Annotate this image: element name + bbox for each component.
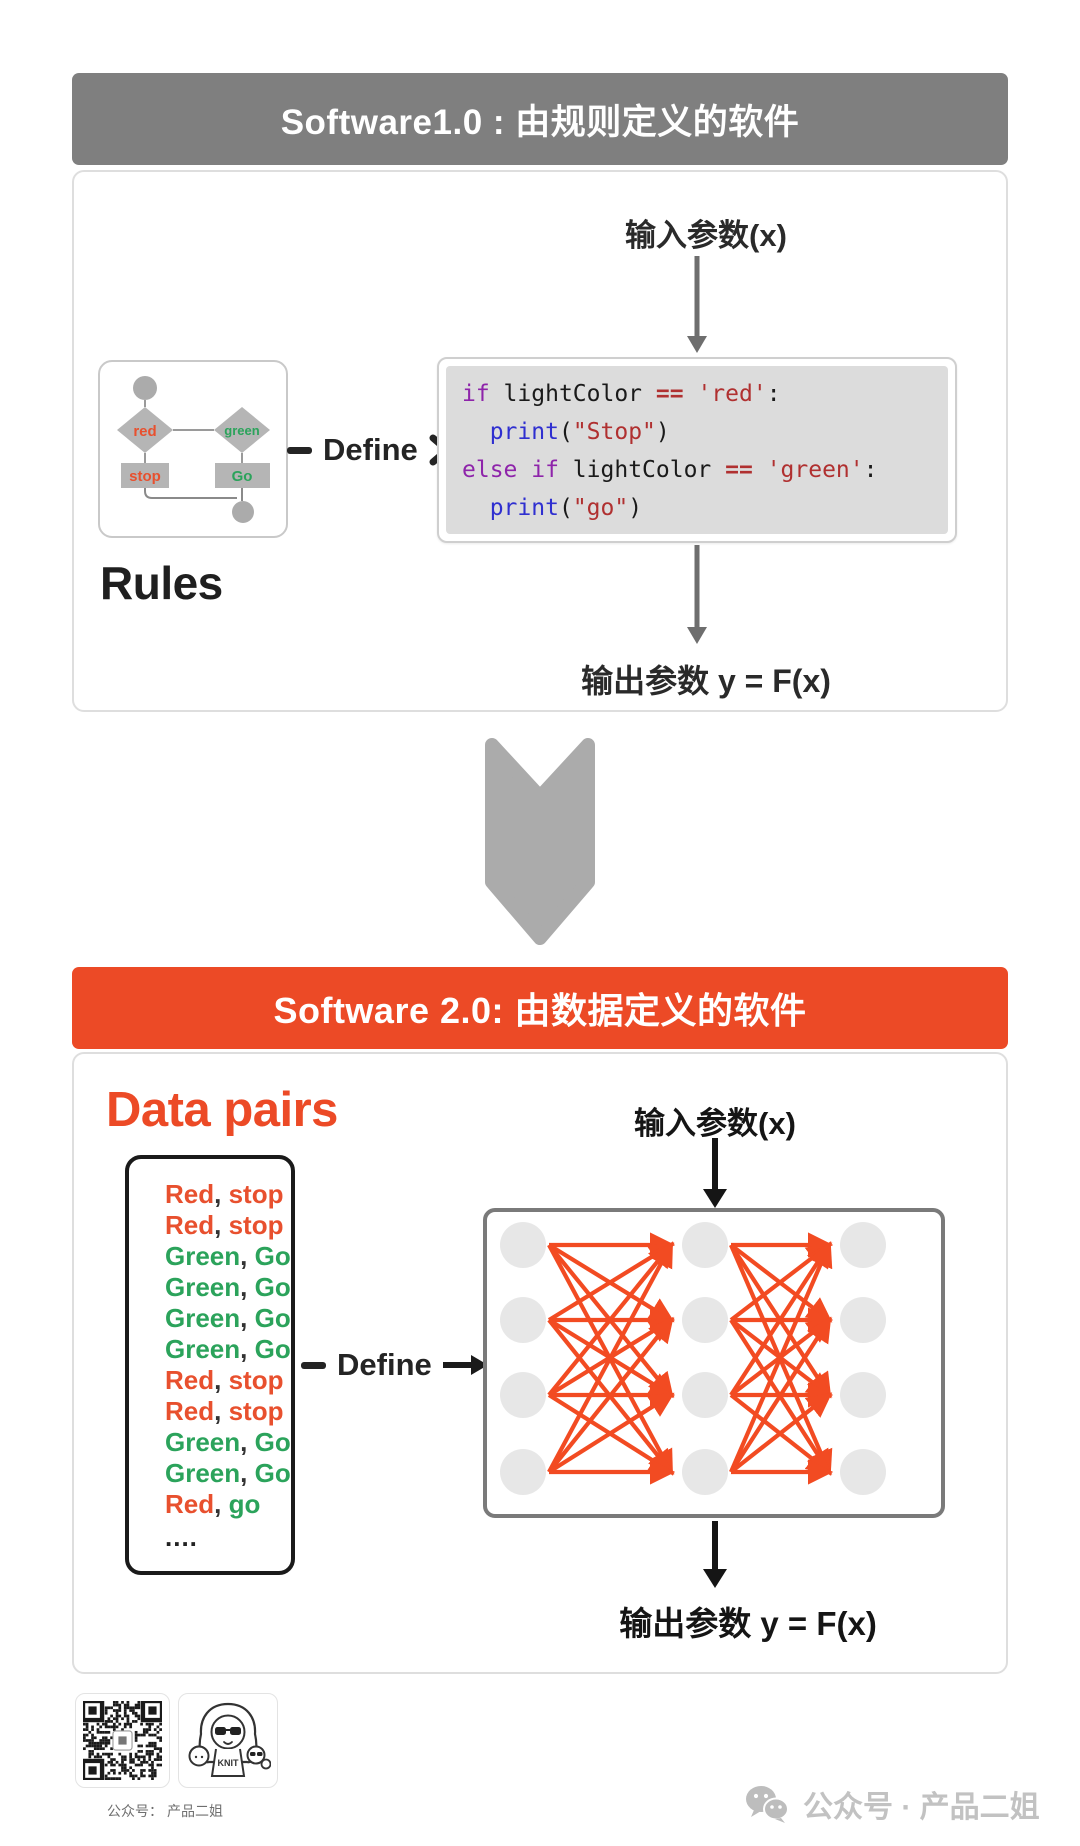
flow-diamond-red-label: red (133, 423, 156, 440)
nn-node (840, 1449, 886, 1495)
define-label: Define (323, 432, 418, 467)
flow-start-node (133, 376, 157, 400)
big-down-chevron (485, 738, 595, 945)
data-pair-row: Green, Go (165, 1458, 291, 1488)
qr-code-card (75, 1693, 170, 1788)
avatar-kid-left-eye (194, 1755, 198, 1758)
code-line: if lightColor == 'red': (462, 381, 781, 407)
define-arrow-2: Define (301, 1347, 489, 1383)
avatar-smile (223, 1740, 233, 1745)
nn-node (682, 1222, 728, 1268)
flow-connector (144, 488, 237, 499)
nn-connection (547, 1241, 673, 1473)
code-line: print("Stop") (489, 419, 670, 445)
arrow-right-icon (442, 1355, 488, 1375)
p2-input-label: 输入参数(x) (634, 1106, 796, 1141)
avatar-toy (260, 1758, 271, 1769)
data-pair-row: Green, Go (165, 1334, 291, 1364)
rules-flowchart-diagram: red green stop Go (117, 376, 270, 523)
software1-header: Software1.0 : 由规则定义的软件 (72, 73, 1008, 165)
nn-node (840, 1297, 886, 1343)
data-pair-row: Red, stop (165, 1179, 284, 1209)
p2-output-label: 输出参数 y = F(x) (619, 1605, 877, 1642)
software2-header: Software 2.0: 由数据定义的软件 (72, 967, 1008, 1049)
data-pairs-title: Data pairs (106, 1083, 338, 1137)
avatar-sunglasses-left (215, 1726, 226, 1735)
define-label: Define (337, 1347, 432, 1382)
qr-code (83, 1701, 162, 1780)
avatar-illustration: KNIT (188, 1702, 271, 1777)
data-pair-row: Red, stop (165, 1365, 284, 1395)
avatar-shirt-label: KNIT (218, 1758, 239, 1768)
nn-nodes (500, 1222, 886, 1495)
avatar-kid-left-eye (200, 1755, 204, 1758)
nn-connection (729, 1241, 832, 1397)
nn-connection (547, 1241, 674, 1397)
avatar-card: KNIT (178, 1693, 278, 1788)
pairs-ellipsis: .... (165, 1522, 198, 1552)
define-dash (287, 446, 312, 454)
data-pair-row: Green, Go (165, 1303, 291, 1333)
neural-network-diagram (483, 1208, 945, 1518)
define-arrow-1: Define (287, 432, 451, 468)
flow-box-go-label: Go (232, 468, 253, 485)
code-line: else if lightColor == 'green': (462, 457, 878, 483)
data-pair-row: Red, stop (165, 1396, 284, 1426)
flow-diamond-green-label: green (224, 423, 259, 438)
nn-node (500, 1372, 546, 1418)
flow-box-stop (121, 463, 169, 488)
software2-title: Software 2.0: 由数据定义的软件 (273, 990, 807, 1031)
rules-label: Rules (100, 557, 223, 609)
nn-node (840, 1372, 886, 1418)
watermark: 公众号 · 产品二姐 (745, 1782, 1040, 1826)
avatar-shirt (210, 1748, 246, 1777)
nn-node (840, 1222, 886, 1268)
code-box: if lightColor == 'red': print("Stop") els… (437, 357, 957, 543)
nn-node (682, 1449, 728, 1495)
nn-node (500, 1222, 546, 1268)
watermark-text: 公众号 · 产品二姐 (803, 1791, 1040, 1824)
flow-diamond-green (214, 407, 270, 453)
neural-network-box (483, 1208, 945, 1518)
data-pair-row: Red, stop (165, 1210, 284, 1240)
data-pair-row: Green, Go (165, 1272, 291, 1302)
nn-connection (547, 1392, 675, 1474)
data-pair-row: Green, Go (165, 1241, 291, 1271)
code-line: print("go") (489, 495, 643, 521)
nn-connections (547, 1232, 834, 1485)
flow-end-node (232, 501, 254, 523)
nn-connection (729, 1316, 832, 1474)
data-pair-row: Red, go (165, 1489, 261, 1519)
avatar-kid-right-sunglasses (250, 1751, 256, 1756)
flow-diamond-red (117, 407, 173, 453)
avatar-face (210, 1714, 246, 1749)
nn-node (682, 1372, 728, 1418)
data-pair-row: Green, Go (165, 1427, 291, 1457)
nn-node (682, 1297, 728, 1343)
flow-box-go (215, 463, 270, 488)
nn-node (500, 1449, 546, 1495)
p1-output-label: 输出参数 y = F(x) (581, 663, 831, 699)
avatar-kid-right-sunglasses (257, 1751, 263, 1756)
define-dash (301, 1361, 326, 1369)
avatar-kid-right-face (246, 1745, 266, 1764)
nn-connection (547, 1316, 674, 1474)
nn-connection (729, 1241, 833, 1473)
nn-node (500, 1297, 546, 1343)
qr-caption: 公众号： 产品二姐 (107, 1803, 223, 1819)
nn-connection (729, 1392, 833, 1474)
wechat-icon (746, 1786, 789, 1823)
avatar-kid-left-cap (189, 1745, 209, 1753)
rules-flowchart-card: red green stop Go (98, 360, 288, 538)
flow-box-stop-label: stop (129, 468, 161, 485)
p1-input-label: 输入参数(x) (625, 218, 787, 253)
code-block: if lightColor == 'red': print("Stop") els… (446, 366, 948, 534)
software1-title: Software1.0 : 由规则定义的软件 (280, 102, 800, 142)
avatar-sunglasses-right (230, 1726, 241, 1735)
